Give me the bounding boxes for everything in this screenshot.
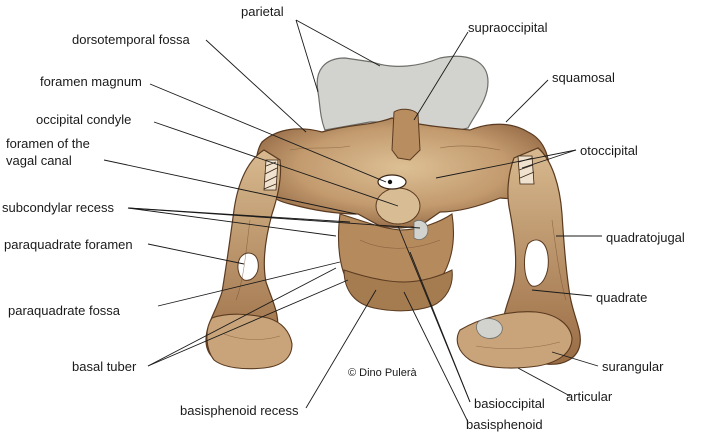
label-paraquadrate-foramen: paraquadrate foramen xyxy=(4,237,133,252)
credit-text: © Dino Pulerà xyxy=(348,367,417,379)
label-articular: articular xyxy=(566,389,613,404)
label-occipital-condyle: occipital condyle xyxy=(36,112,132,127)
bone-texture xyxy=(223,145,567,349)
paraquadrate-foramen xyxy=(237,252,259,281)
label-parietal: parietal xyxy=(241,4,284,19)
label-basisphenoid: basisphenoid xyxy=(466,417,543,432)
label-supraoccipital: supraoccipital xyxy=(468,20,548,35)
right-mandible xyxy=(456,311,573,369)
label-quadratojugal: quadratojugal xyxy=(606,230,685,245)
label-subcondylar-recess: subcondylar recess xyxy=(2,200,114,215)
otoccipital-hatch-left xyxy=(263,159,279,191)
label-surangular: surangular xyxy=(602,359,664,374)
label-basioccipital: basioccipital xyxy=(474,396,545,411)
right-quadrate-window xyxy=(524,239,549,287)
supraoccipital-ridge xyxy=(391,108,421,161)
label-foramen-magnum: foramen magnum xyxy=(40,74,142,89)
cartilage-patch-center xyxy=(413,220,429,240)
foramen-magnum-dot xyxy=(387,179,393,185)
label-squamosal: squamosal xyxy=(552,70,615,85)
label-foramen-vagal-line2: vagal canal xyxy=(6,153,72,168)
label-foramen-vagal-line1: foramen of the xyxy=(6,136,90,151)
label-otoccipital: otoccipital xyxy=(580,143,638,158)
label-paraquadrate-fossa: paraquadrate fossa xyxy=(8,303,121,318)
label-quadrate: quadrate xyxy=(596,290,648,305)
cartilage-patch-articular xyxy=(476,318,503,339)
label-basal-tuber: basal tuber xyxy=(72,359,137,374)
label-dorsotemporal-fossa: dorsotemporal fossa xyxy=(72,32,190,47)
parietal-shield xyxy=(316,55,489,133)
left-mandible xyxy=(206,313,293,370)
leader-lines xyxy=(103,19,602,423)
label-basisphenoid-recess: basisphenoid recess xyxy=(180,403,299,418)
basisphenoid-block xyxy=(343,269,453,312)
